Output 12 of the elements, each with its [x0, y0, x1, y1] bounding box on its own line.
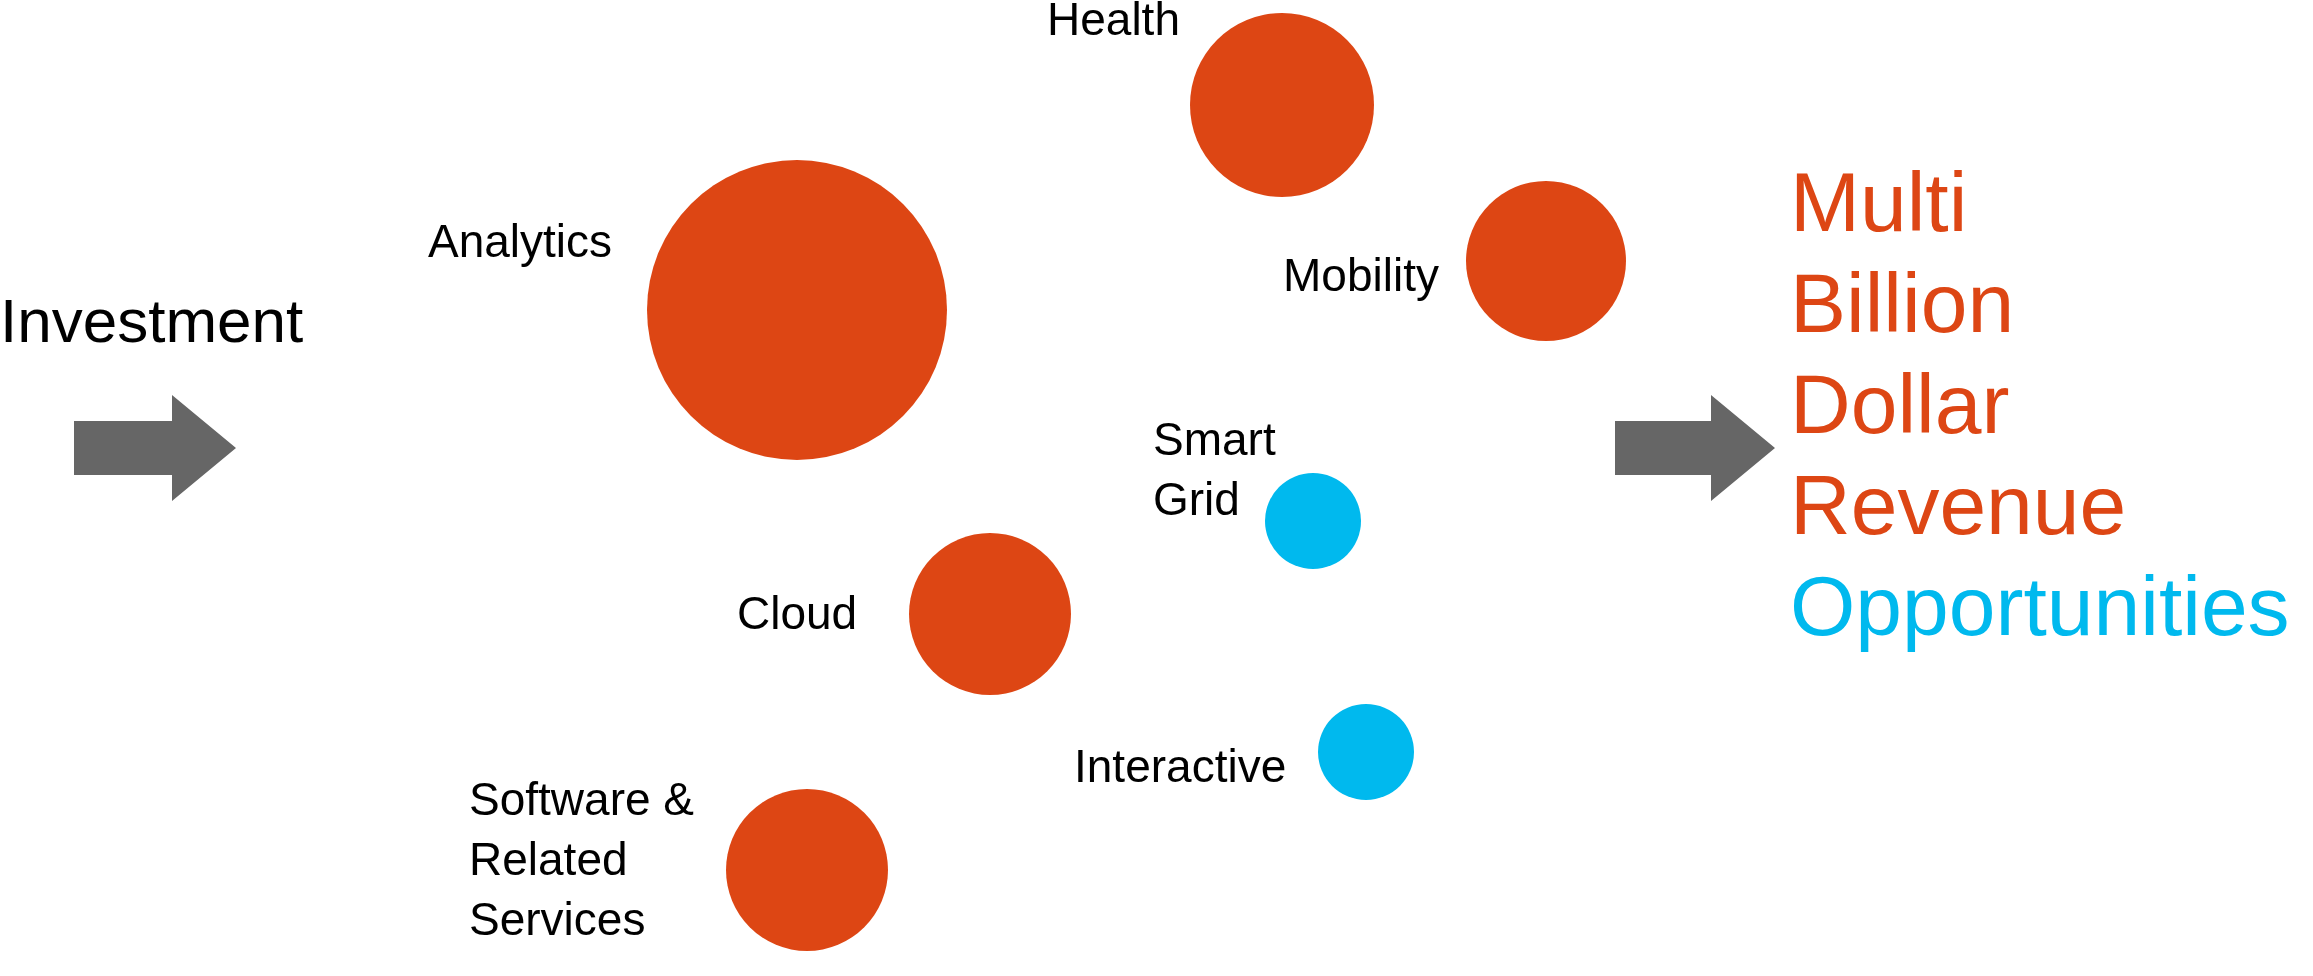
outcome-text: Revenue [1790, 463, 2127, 547]
outcome-text: Billion [1790, 261, 2015, 345]
bubble-label: Analytics [428, 214, 614, 269]
heading-text: Investment [0, 290, 304, 352]
outcome-text: Multi [1790, 160, 1968, 244]
bubble-label: Smart Grid [1153, 412, 1277, 527]
bubble-label: Software & Related Services [469, 772, 695, 947]
bubble-label: Health [1047, 0, 1181, 47]
outcome-text: Dollar [1790, 362, 2010, 446]
bubble-label: Mobility [1283, 248, 1440, 303]
bubble-label: Cloud [737, 586, 859, 641]
bubble-label: Interactive [1074, 739, 1288, 794]
